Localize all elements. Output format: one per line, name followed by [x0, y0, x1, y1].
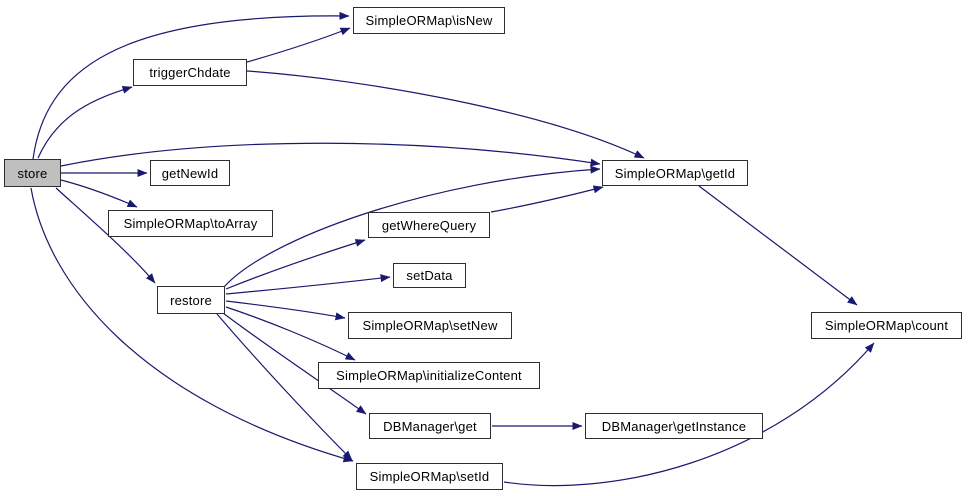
- edge-setId-count: [503, 342, 875, 487]
- edge-getWhereQuery-getId: [490, 185, 604, 213]
- edge-restore-initializeContent: [225, 306, 356, 361]
- edge-store-triggerChdate: [37, 85, 133, 159]
- edge-triggerChdate-getId: [246, 70, 645, 159]
- edge-store-toArray: [60, 179, 138, 208]
- node-setnew[interactable]: SimpleORMap\setNew: [348, 312, 512, 339]
- edge-restore-getWhereQuery: [225, 239, 366, 290]
- edge-restore-setNew: [225, 300, 346, 321]
- node-setid[interactable]: SimpleORMap\setId: [356, 463, 503, 490]
- node-store: store: [4, 159, 61, 187]
- edge-restore-setData: [225, 274, 391, 295]
- edge-restore-dbGet: [222, 312, 367, 415]
- edge-store-setId: [30, 187, 354, 463]
- edge-store-isNew: [32, 11, 350, 160]
- node-getnewid[interactable]: getNewId: [150, 160, 230, 186]
- edge-store-getId: [60, 142, 601, 167]
- node-dbget[interactable]: DBManager\get: [369, 413, 491, 439]
- node-triggerchdate[interactable]: triggerChdate: [133, 59, 247, 86]
- node-getwherequery[interactable]: getWhereQuery: [368, 212, 490, 238]
- edge-restore-setId: [216, 313, 353, 461]
- node-setdata[interactable]: setData: [393, 263, 466, 288]
- edge-getId-count: [698, 185, 858, 306]
- node-toarray[interactable]: SimpleORMap\toArray: [108, 210, 273, 237]
- edge-restore-getId: [223, 165, 601, 288]
- node-isnew[interactable]: SimpleORMap\isNew: [353, 7, 505, 34]
- node-initializecontent[interactable]: SimpleORMap\initializeContent: [318, 362, 540, 389]
- node-restore[interactable]: restore: [157, 286, 225, 314]
- edge-triggerChdate-isNew: [246, 27, 351, 63]
- node-count[interactable]: SimpleORMap\count: [811, 312, 962, 339]
- node-dbgetinstance[interactable]: DBManager\getInstance: [585, 413, 763, 439]
- node-getid[interactable]: SimpleORMap\getId: [602, 160, 748, 186]
